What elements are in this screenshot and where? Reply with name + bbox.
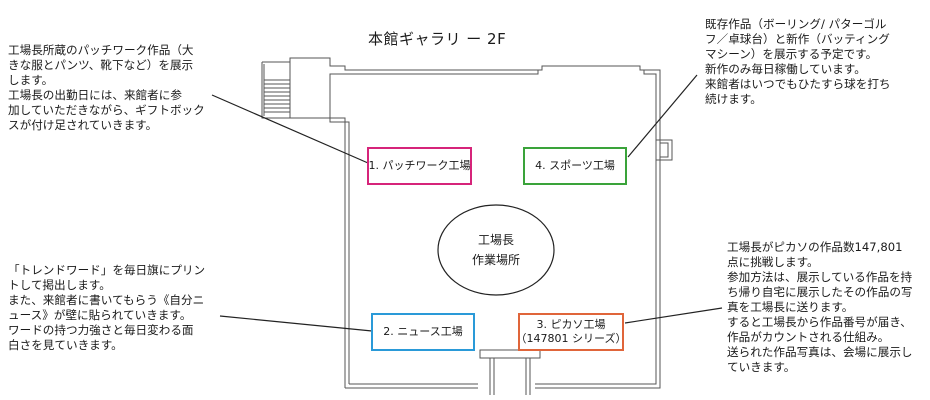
- note-patchwork: 工場長所蔵のパッチワーク作品（大 きな服とパンツ、靴下など）を展示 します。 工…: [8, 43, 205, 132]
- leader-line-sports: [627, 74, 698, 158]
- zone-news-label: 2. ニュース工場: [383, 325, 463, 338]
- leader-line-picasso: [624, 307, 723, 324]
- zone-picasso-label-line2: （147801 シリーズ）: [515, 332, 627, 345]
- zone-patchwork-factory: 1. パッチワーク工場: [367, 147, 472, 185]
- zone-patchwork-label: 1. パッチワーク工場: [368, 159, 471, 172]
- zone-news-factory: 2. ニュース工場: [371, 313, 475, 351]
- workspace-circle: [437, 204, 555, 296]
- leader-line-news: [219, 315, 373, 332]
- workspace-label-line1: 工場長: [477, 233, 514, 247]
- note-sports: 既存作品（ボーリング/ パターゴル フ／卓球台）と新作（バッティング マシーン）…: [705, 17, 891, 106]
- workspace-label-line2: 作業場所: [471, 253, 520, 267]
- page-title: 本館ギャラリ ー 2F: [368, 30, 507, 48]
- factory-director-workspace: 工場長 作業場所: [438, 205, 554, 295]
- stairs: [264, 79, 290, 113]
- zone-sports-factory: 4. スポーツ工場: [523, 147, 627, 185]
- zone-picasso-factory: 3. ピカソ工場 （147801 シリーズ）: [515, 313, 627, 351]
- note-news: 「トレンドワード」を毎日旗にプリン トして掲出します。 また、来館者に書いてもら…: [8, 263, 206, 352]
- zone-sports-label: 4. スポーツ工場: [535, 159, 615, 172]
- leader-lines: [211, 74, 723, 332]
- zone-picasso-label-line1: 3. ピカソ工場: [536, 318, 606, 331]
- leader-line-patchwork: [211, 94, 369, 164]
- note-picasso: 工場長がピカソの作品数147,801 点に挑戦します。 参加方法は、展示している…: [727, 240, 913, 374]
